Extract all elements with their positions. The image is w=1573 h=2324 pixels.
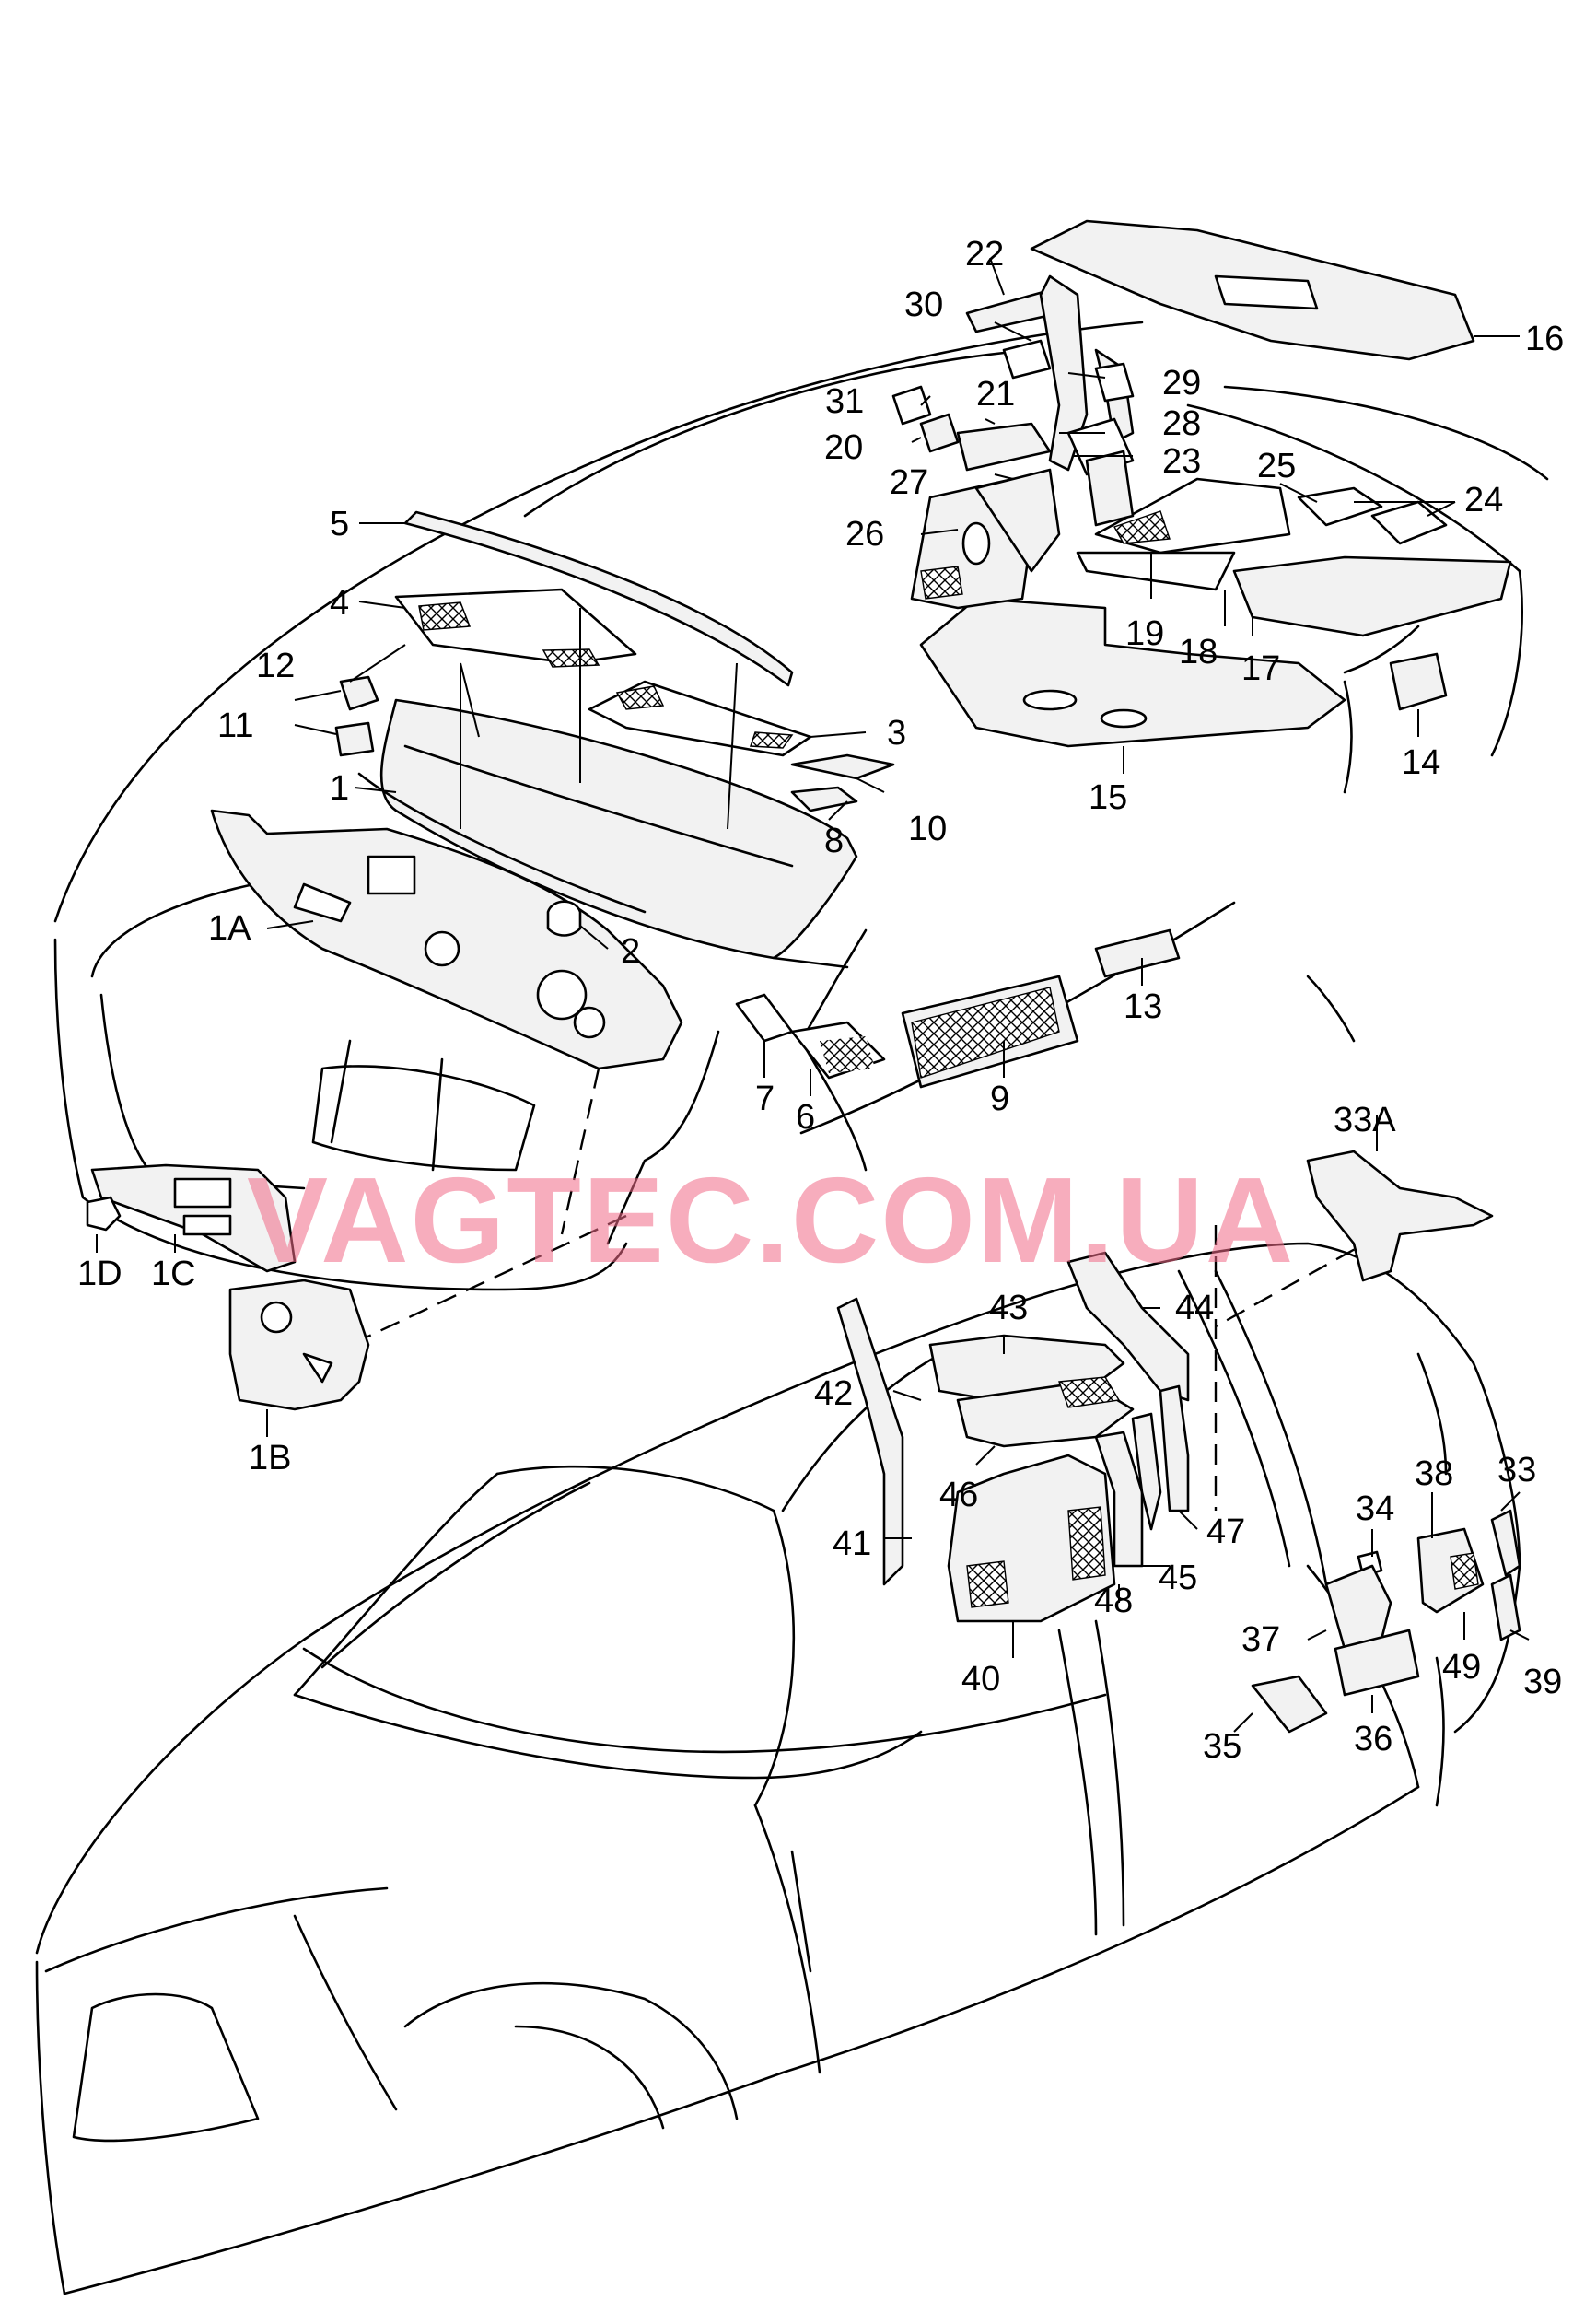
label-39: 39 (1523, 1663, 1562, 1701)
watermark-text: VAGTEC.COM.UA (247, 1152, 1295, 1288)
part-1-dash-insulation (357, 698, 858, 969)
part-16-rear-shelf (1030, 219, 1475, 361)
leader-lines (96, 257, 1530, 1733)
label-2: 2 (621, 932, 640, 971)
label-12: 12 (256, 647, 295, 685)
label-43: 43 (989, 1289, 1028, 1327)
label-45: 45 (1159, 1559, 1197, 1597)
part-26-27-wheelhouse (910, 468, 1061, 610)
label-47: 47 (1206, 1512, 1245, 1551)
part-34-37-pads (1324, 1550, 1392, 1651)
label-20: 20 (824, 428, 863, 467)
label-33A: 33A (1334, 1101, 1396, 1139)
label-7: 7 (755, 1080, 775, 1118)
label-5: 5 (330, 505, 349, 543)
label-48: 48 (1094, 1582, 1133, 1620)
part-44-strip (1066, 1251, 1190, 1402)
label-27: 27 (890, 463, 928, 502)
label-10: 10 (908, 810, 947, 848)
part-2-clip (546, 900, 582, 937)
label-23: 23 (1162, 442, 1201, 481)
label-18: 18 (1179, 633, 1218, 672)
label-36: 36 (1354, 1720, 1392, 1758)
label-44: 44 (1175, 1289, 1214, 1327)
part-45-48-strips (1094, 1384, 1190, 1568)
label-11: 11 (217, 707, 253, 745)
part-23-28-29-pads (1066, 362, 1135, 527)
label-35: 35 (1203, 1727, 1241, 1766)
label-8: 8 (824, 822, 844, 860)
label-1C: 1C (151, 1255, 196, 1293)
label-19: 19 (1125, 614, 1164, 653)
label-40: 40 (961, 1660, 1000, 1699)
label-33: 33 (1497, 1451, 1536, 1489)
part-41-42-pillar (836, 1297, 904, 1586)
label-31: 31 (825, 382, 864, 421)
label-26: 26 (845, 515, 884, 554)
part-33A-roof-strip (1306, 1150, 1494, 1282)
label-4: 4 (330, 584, 349, 623)
part-43-46-panels (928, 1334, 1135, 1448)
part-5-strip (403, 510, 794, 687)
label-3: 3 (887, 714, 906, 753)
label-16: 16 (1525, 320, 1564, 358)
label-29: 29 (1162, 364, 1201, 403)
label-41: 41 (833, 1524, 871, 1563)
label-15: 15 (1089, 778, 1127, 817)
part-4-panel (394, 588, 637, 668)
part-11-12-pads (334, 675, 379, 757)
label-17: 17 (1241, 649, 1280, 688)
part-14-block (1389, 652, 1448, 711)
label-49: 49 (1442, 1648, 1481, 1687)
part-20-31-small-pads (891, 288, 1061, 472)
label-13: 13 (1124, 987, 1162, 1026)
part-labels: 5 4 3 1 12 11 1A 2 8 10 7 6 9 13 14 15 1… (77, 235, 1564, 1766)
label-37: 37 (1241, 1620, 1280, 1659)
part-1D-nut (86, 1196, 122, 1232)
label-9: 9 (990, 1080, 1009, 1118)
label-25: 25 (1257, 447, 1296, 485)
label-34: 34 (1356, 1489, 1394, 1528)
label-46: 46 (939, 1476, 978, 1514)
label-14: 14 (1402, 743, 1440, 782)
part-8-10-pads (790, 753, 895, 812)
label-1D: 1D (77, 1255, 122, 1293)
label-28: 28 (1162, 404, 1201, 443)
label-24: 24 (1464, 481, 1503, 520)
label-38: 38 (1415, 1454, 1453, 1493)
label-30: 30 (904, 286, 943, 324)
part-7-9-sill (735, 928, 1181, 1089)
part-15-rear-floor (919, 597, 1346, 748)
part-3-panel (588, 680, 812, 757)
part-40-door-panel (947, 1454, 1116, 1623)
label-6: 6 (796, 1098, 815, 1137)
label-1B: 1B (249, 1439, 291, 1477)
label-22: 22 (965, 235, 1004, 274)
part-38-49-pads (1416, 1527, 1485, 1614)
part-33-39-pads (1490, 1509, 1521, 1641)
label-1: 1 (330, 769, 349, 808)
label-1A: 1A (208, 909, 251, 948)
part-35-36-pads (1251, 1629, 1420, 1734)
part-24-25-pads (1297, 486, 1448, 545)
label-21: 21 (976, 375, 1015, 414)
part-1C-bracket (90, 1163, 297, 1273)
label-42: 42 (814, 1374, 853, 1413)
part-1A-bulkhead (210, 809, 683, 1070)
part-1B-bracket (228, 1279, 370, 1411)
lower-car-body (35, 1225, 1521, 2295)
